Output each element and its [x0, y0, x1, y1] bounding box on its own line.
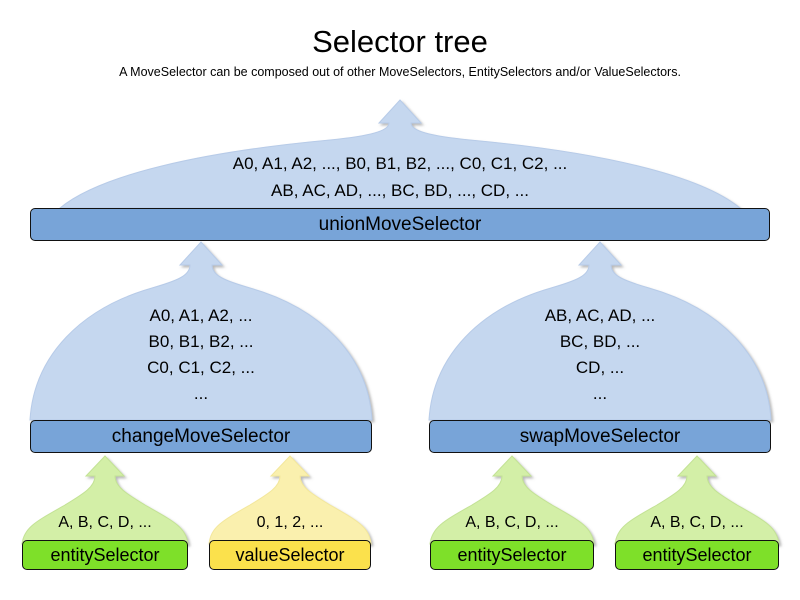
change-line-2: B0, B1, B2, ... [148, 332, 254, 351]
union-move-selector-node[interactable]: unionMoveSelector [30, 208, 770, 241]
change-move-selector-content: A0, A1, A2, ... B0, B1, B2, ... C0, C1, … [30, 303, 372, 407]
entity-selector-2-content: A, B, C, D, ... [430, 512, 594, 534]
swap-move-selector-node[interactable]: swapMoveSelector [429, 420, 771, 453]
change-line-1: A0, A1, A2, ... [149, 306, 253, 325]
entity-selector-1-content: A, B, C, D, ... [22, 512, 188, 534]
entity-selector-1-line-1: A, B, C, D, ... [58, 514, 152, 531]
swap-line-2: BC, BD, ... [559, 332, 641, 351]
swap-line-3: CD, ... [575, 358, 625, 377]
entity-selector-3-node[interactable]: entitySelector [615, 540, 779, 570]
value-selector-label: valueSelector [235, 545, 345, 565]
value-selector-node[interactable]: valueSelector [209, 540, 371, 570]
swap-line-1: AB, AC, AD, ... [544, 306, 656, 325]
change-move-selector-node[interactable]: changeMoveSelector [30, 420, 372, 453]
page-title: Selector tree [312, 24, 488, 59]
union-line-2: AB, AC, AD, ..., BC, BD, ..., CD, ... [271, 181, 529, 200]
change-move-selector-label: changeMoveSelector [111, 426, 291, 447]
union-line-1: A0, A1, A2, ..., B0, B1, B2, ..., C0, C1… [232, 154, 568, 173]
union-move-selector-label: unionMoveSelector [318, 214, 482, 235]
value-selector-line-1: 0, 1, 2, ... [256, 514, 324, 531]
change-line-3: C0, C1, C2, ... [147, 358, 255, 377]
entity-selector-2-line-1: A, B, C, D, ... [465, 514, 559, 531]
union-move-selector-content: A0, A1, A2, ..., B0, B1, B2, ..., C0, C1… [30, 150, 770, 204]
entity-selector-3-content: A, B, C, D, ... [615, 512, 779, 534]
page-subtitle: A MoveSelector can be composed out of ot… [119, 65, 681, 79]
entity-selector-1-label: entitySelector [50, 545, 160, 565]
entity-selector-3-line-1: A, B, C, D, ... [650, 514, 744, 531]
swap-move-selector-content: AB, AC, AD, ... BC, BD, ... CD, ... ... [429, 303, 771, 407]
swap-move-selector-label: swapMoveSelector [519, 426, 681, 447]
diagram-header: Selector tree A MoveSelector can be comp… [0, 24, 800, 80]
entity-selector-1-node[interactable]: entitySelector [22, 540, 188, 570]
swap-line-4: ... [592, 384, 608, 403]
entity-selector-3-label: entitySelector [642, 545, 752, 565]
value-selector-content: 0, 1, 2, ... [209, 512, 371, 534]
change-line-4: ... [193, 384, 209, 403]
entity-selector-2-node[interactable]: entitySelector [430, 540, 594, 570]
entity-selector-2-label: entitySelector [457, 545, 567, 565]
